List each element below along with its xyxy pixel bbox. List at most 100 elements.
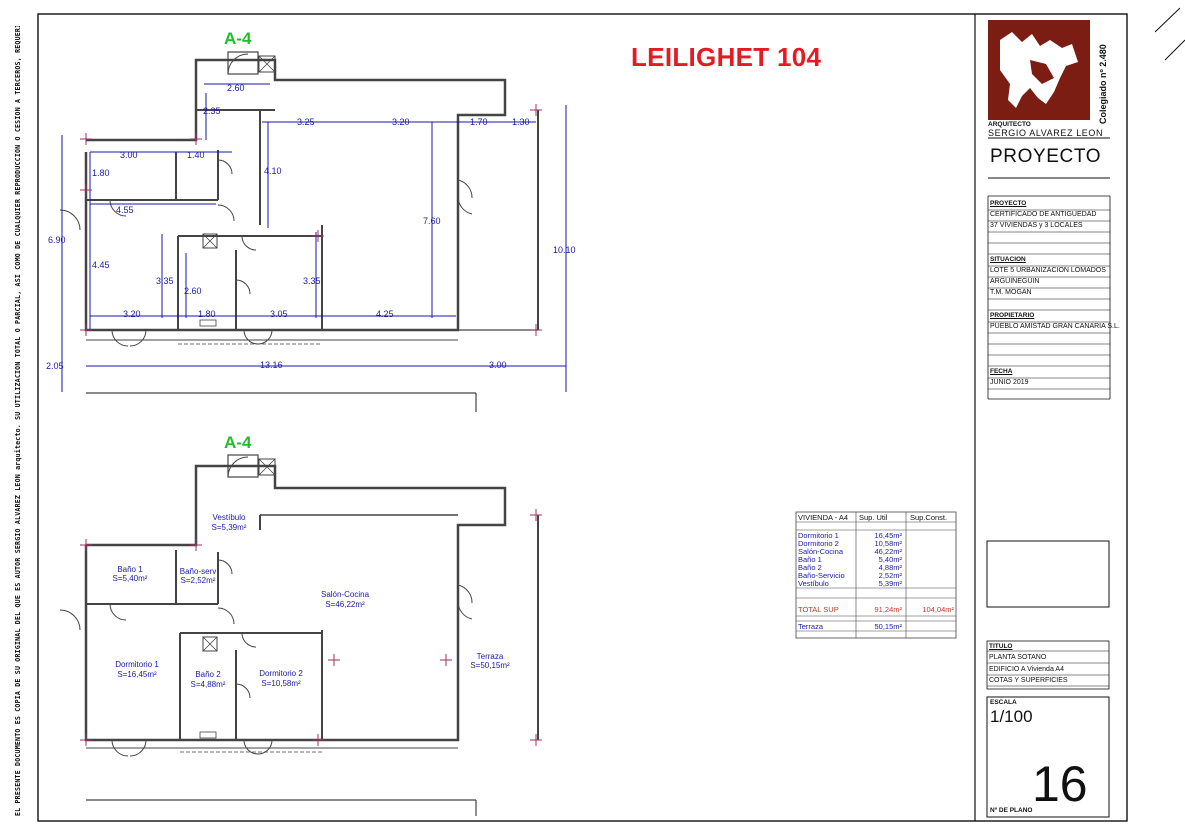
top-plan-dimension-ticks [80,104,542,336]
proyecto-heading: PROYECTO [990,200,1027,207]
table-total-label: TOTAL SUP [798,605,839,614]
dimension-label: 3.00 [120,150,138,160]
propietario-heading: PROPIETARIO [990,312,1035,319]
table-row-value: 46,22m² [874,547,902,556]
room-area: S=46,22m² [325,600,365,609]
room-area: S=2,52m² [181,576,216,585]
situacion-line: LOTE 5 URBANIZACION LOMADOS [990,267,1106,274]
dimension-label: 1.80 [92,168,110,178]
table-row-value: 5,39m² [879,579,903,588]
room-labels: Vestíbulo S=5,39m² Baño 1 S=5,40m² Baño-… [113,513,510,689]
logo-mark-inner [1030,60,1054,84]
sheet-border [37,13,1128,822]
table-total-util: 91,24m² [874,605,902,614]
table-total-const: 104,04m² [922,605,954,614]
table-row-name: Salón-Cocina [798,547,844,556]
table-row-name: Dormitorio 2 [798,539,839,548]
table-terraza-value: 50,15m² [874,622,902,631]
table-header: Sup. Util [859,513,888,522]
unit-label-bottom: A-4 [224,433,252,452]
table-row-name: Baño-Servicio [798,571,845,580]
page-title: LEILIGHET 104 [631,42,822,72]
titulo-heading: TITULO [989,643,1013,650]
room-area: S=16,45m² [117,670,157,679]
titulo-line: EDIFICIO A Vivienda A4 [989,666,1064,673]
architect-name: SERGIO ALVAREZ LEON [988,128,1104,138]
table-row-value: 10,58m² [874,539,902,548]
room-area: S=10,58m² [261,679,301,688]
proyecto-line: 37 VIVIENDAS y 3 LOCALES [990,222,1083,229]
dimension-label: 3.05 [270,309,288,319]
corner-mark [1164,39,1185,61]
plano-label: Nº DE PLANO [990,807,1033,814]
dimension-label: 3.25 [297,117,315,127]
escala-value: 1/100 [990,707,1033,726]
table-row-value: 16,45m² [874,531,902,540]
unit-label-top: A-4 [224,29,252,48]
dimension-label: 3.20 [123,309,141,319]
room-name: Baño 2 [195,670,221,679]
room-name: Dormitorio 1 [115,660,159,669]
dimension-label: 3.00 [489,360,507,370]
room-name: Baño-serv [180,567,216,576]
table-row-name: Vestíbulo [798,579,829,588]
dimension-label: 1.80 [198,309,216,319]
room-area: S=4,88m² [191,680,226,689]
room-name: Salón-Cocina [321,590,370,599]
architect-label: ARQUITECTO [988,121,1031,128]
dimension-label: 1.40 [187,150,205,160]
titulo-box [986,640,1110,690]
dimension-label: 4.55 [116,205,134,215]
corner-mark [1154,7,1181,33]
situacion-heading: SITUACION [990,256,1026,263]
table-row-name: Dormitorio 1 [798,531,839,540]
room-area: S=50,15m² [470,661,510,670]
stamp-box [986,540,1110,608]
escala-box [986,696,1110,818]
table-row-value: 5,40m² [879,555,903,564]
room-name: Vestíbulo [213,513,246,522]
table-row-value: 2,52m² [879,571,903,580]
dimension-label: 2.35 [203,106,221,116]
dimension-label: 2.05 [46,361,64,371]
top-plan-dimension-lines [61,83,567,392]
plano-number: 16 [1032,756,1088,812]
dimension-label: 4.45 [92,260,110,270]
top-floor-plan [59,51,539,412]
dimension-label: 10.10 [553,245,576,255]
table-header: Sup.Const. [910,513,947,522]
room-name: Baño 1 [117,565,143,574]
table-header: VIVIENDA - A4 [798,513,848,522]
bottom-plan-markers [80,509,542,746]
dimension-label: 3.35 [303,276,321,286]
dimension-label: 6.90 [48,235,66,245]
title-block-lines [987,209,1110,687]
table-row-value: 4,88m² [879,563,903,572]
dimension-label: 1.70 [470,117,488,127]
room-name: Dormitorio 2 [259,669,303,678]
bottom-floor-plan [59,454,539,816]
dimension-label: 13.16 [260,360,283,370]
situacion-line: ARGUINEGUIN [990,278,1040,285]
dimension-label: 2.60 [227,83,245,93]
titulo-line: COTAS Y SUPERFICIES [989,677,1068,684]
dimension-label: 4.25 [376,309,394,319]
room-area: S=5,40m² [113,574,148,583]
titulo-line: PLANTA SOTANO [989,654,1047,661]
fecha-value: JUNIO 2019 [990,379,1029,386]
colegiado-number: Colegiado nº 2.480 [1098,44,1108,124]
escala-heading: ESCALA [990,699,1017,706]
dimension-label: 7.60 [423,216,441,226]
propietario-line: PUEBLO AMISTAD GRAN CANARIA S.L. [990,323,1120,330]
top-plan-dimension-labels: 2.60 2.35 3.25 3.20 1.70 1.30 3.00 1.40 … [46,83,576,371]
proyecto-line: CERTIFICADO DE ANTIGUEDAD [990,211,1097,218]
dimension-label: 3.35 [156,276,174,286]
dimension-label: 1.30 [512,117,530,127]
dimension-label: 2.60 [184,286,202,296]
room-name: Terraza [477,652,504,661]
table-row-name: Baño 2 [798,563,822,572]
table-row-name: Baño 1 [798,555,822,564]
dimension-label: 4.10 [264,166,282,176]
